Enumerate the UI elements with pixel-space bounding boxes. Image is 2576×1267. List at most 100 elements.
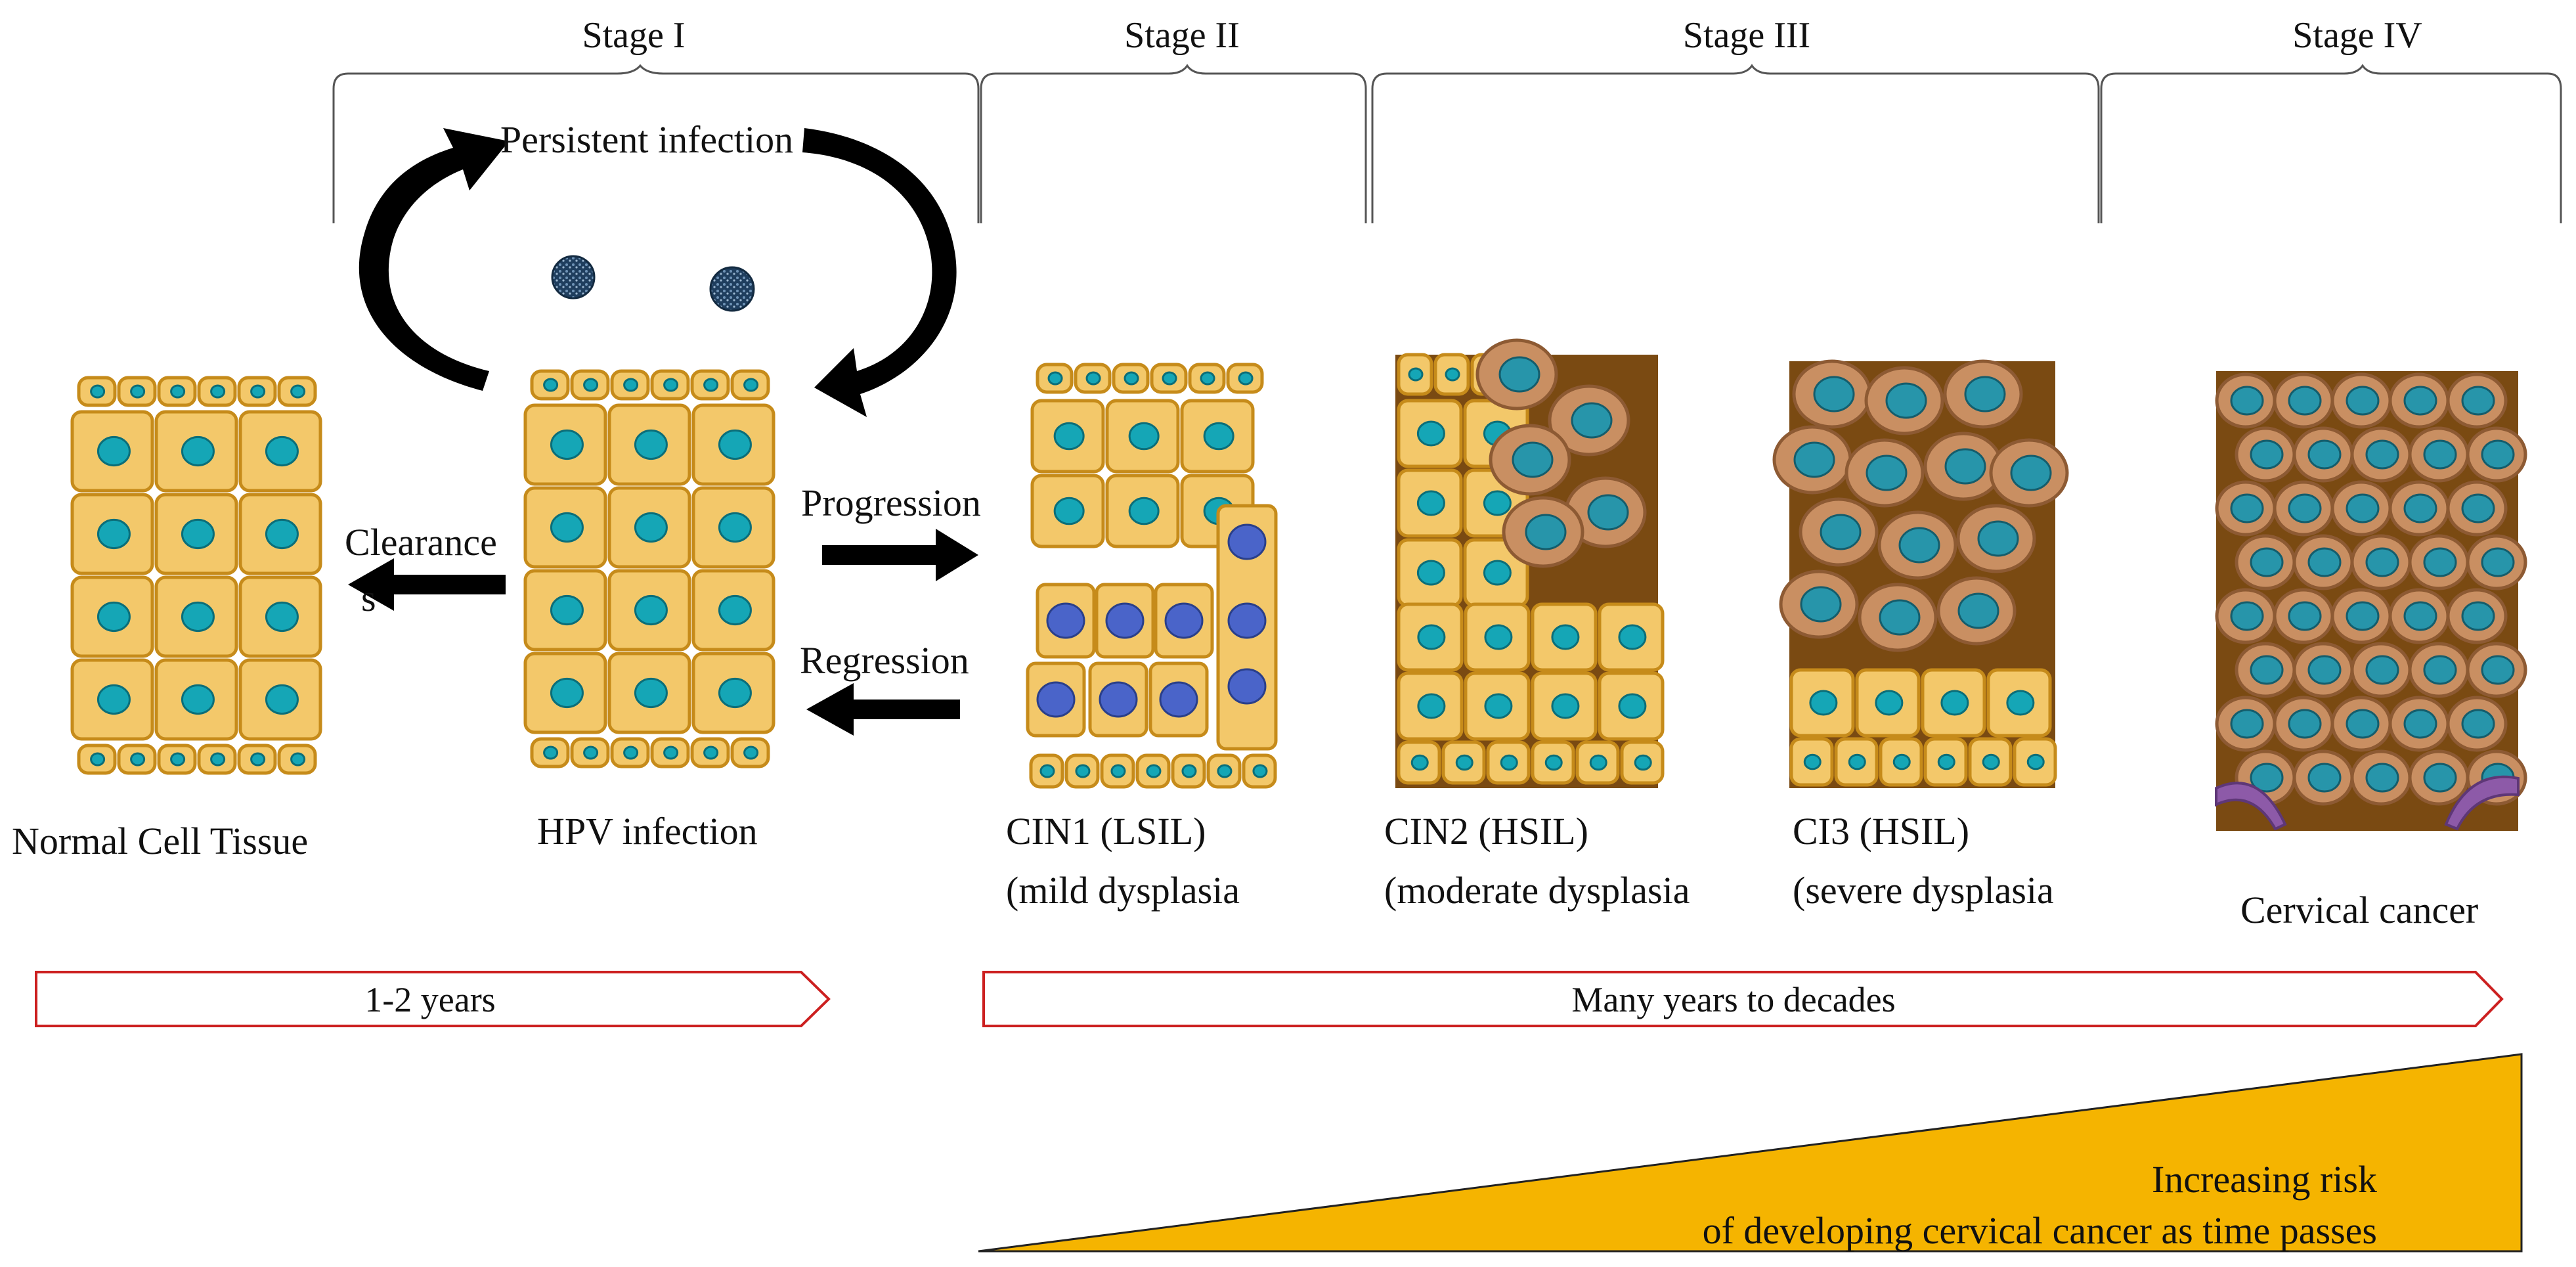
cell-nucleus [663,378,679,392]
cancer-nucleus [2346,709,2380,739]
cin3-label-line2: (severe dysplasia [1793,869,2054,912]
cancer-nucleus [2288,601,2322,631]
cell-nucleus [1146,764,1162,778]
abnormal-nucleus [1800,586,1842,623]
cancer-nucleus [2288,493,2322,523]
cell-nucleus [1408,367,1424,382]
regression-arrow-group: Regression [800,639,969,736]
cancer-nucleus [2403,493,2437,523]
cell-nucleus [97,684,131,715]
abnormal-nucleus [1036,681,1076,718]
abnormal-nucleus [1957,592,1999,629]
cancer-nucleus [2423,439,2457,470]
cancer-nucleus [2423,655,2457,685]
cell-nucleus [1445,367,1460,382]
clearance-arrow [348,558,506,611]
cin2-tissue-illustration [1395,338,1665,788]
cell-nucleus [1085,371,1101,386]
abnormal-nucleus [1820,514,1862,550]
abnormal-nucleus [1227,668,1267,705]
cell-nucleus [210,384,226,399]
hpv-virus-icon-1 [551,255,596,300]
abnormal-nucleus [2010,455,2052,491]
cancer-nucleus [2230,386,2264,416]
abnormal-nucleus [1046,602,1085,639]
stage-4-label: Stage IV [2292,15,2422,56]
cycle-arrow-left [359,128,509,391]
abnormal-nucleus [1898,527,1940,564]
cell-nucleus [1124,371,1139,386]
cancer-nucleus [2481,439,2515,470]
regression-arrow [806,683,960,736]
cell-nucleus [210,752,226,767]
cancer-nucleus [2288,709,2322,739]
stage-3-label: Stage III [1683,15,1810,56]
cervical-cancer-label: Cervical cancer [2240,889,2478,931]
cancer-nucleus [2346,386,2380,416]
hpv-infection-label: HPV infection [537,810,758,853]
cell-nucleus [743,745,759,760]
cancer-nucleus [2423,763,2457,793]
cell-nucleus [1618,624,1647,650]
cell-nucleus [1483,490,1512,516]
stage-2-label: Stage II [1124,15,1240,56]
cell-nucleus [1803,753,1822,770]
cancer-nucleus [2423,547,2457,577]
abnormal-nucleus [1571,402,1613,439]
cell-nucleus [181,601,215,633]
cancer-nucleus [2403,601,2437,631]
cell-nucleus [1848,753,1866,770]
cell-nucleus [634,512,668,543]
cell-nucleus [130,752,146,767]
cell-nucleus [170,384,186,399]
cancer-nucleus [2250,763,2284,793]
abnormal-nucleus [1164,602,1204,639]
cell-nucleus [265,684,299,715]
cancer-nucleus [2250,655,2284,685]
stage-1-label: Stage I [582,15,685,56]
abnormal-nucleus [1227,602,1267,639]
cell-nucleus [1181,764,1197,778]
cell-nucleus [543,745,559,760]
cell-nucleus [1075,764,1091,778]
cell-nucleus [1618,693,1647,719]
cell-nucleus [718,594,752,626]
cancer-nucleus [2403,386,2437,416]
stage-2-brace [980,64,1367,223]
cell-nucleus [1128,497,1160,525]
cell-nucleus [1128,422,1160,451]
cell-nucleus [718,429,752,460]
abnormal-nucleus [1525,514,1567,550]
cell-nucleus [1047,371,1063,386]
cell-nucleus [703,378,719,392]
persistent-infection-label: Persistent infection [500,118,793,161]
cell-nucleus [1200,371,1215,386]
progression-arrow [822,529,978,581]
cell-nucleus [1634,754,1652,771]
cell-nucleus [583,745,599,760]
cell-nucleus [265,601,299,633]
abnormal-nucleus [1944,448,1986,485]
abnormal-nucleus [1159,681,1198,718]
stage-braces [332,64,2562,223]
cancer-nucleus [2461,493,2495,523]
cancer-nucleus [2461,601,2495,631]
cell-nucleus [250,752,266,767]
cell-nucleus [1455,754,1474,771]
risk-label-line1: Increasing risk [2152,1158,2377,1201]
cancer-nucleus [2365,439,2399,470]
cell-nucleus [1416,490,1445,516]
cell-nucleus [1940,690,1969,716]
cell-nucleus [1410,754,1429,771]
cin2-label-line1: CIN2 (HSIL) [1384,810,1588,853]
cell-nucleus [265,435,299,467]
cell-nucleus [181,518,215,550]
abnormal-nucleus [1587,494,1629,531]
cell-nucleus [703,745,719,760]
cell-nucleus [1551,624,1580,650]
cell-nucleus [1875,690,1904,716]
progression-arrow-group: Progression [801,481,981,581]
cycle-arrow-right [802,128,957,417]
clearance-label-line2: s [361,577,376,619]
cell-nucleus [97,601,131,633]
